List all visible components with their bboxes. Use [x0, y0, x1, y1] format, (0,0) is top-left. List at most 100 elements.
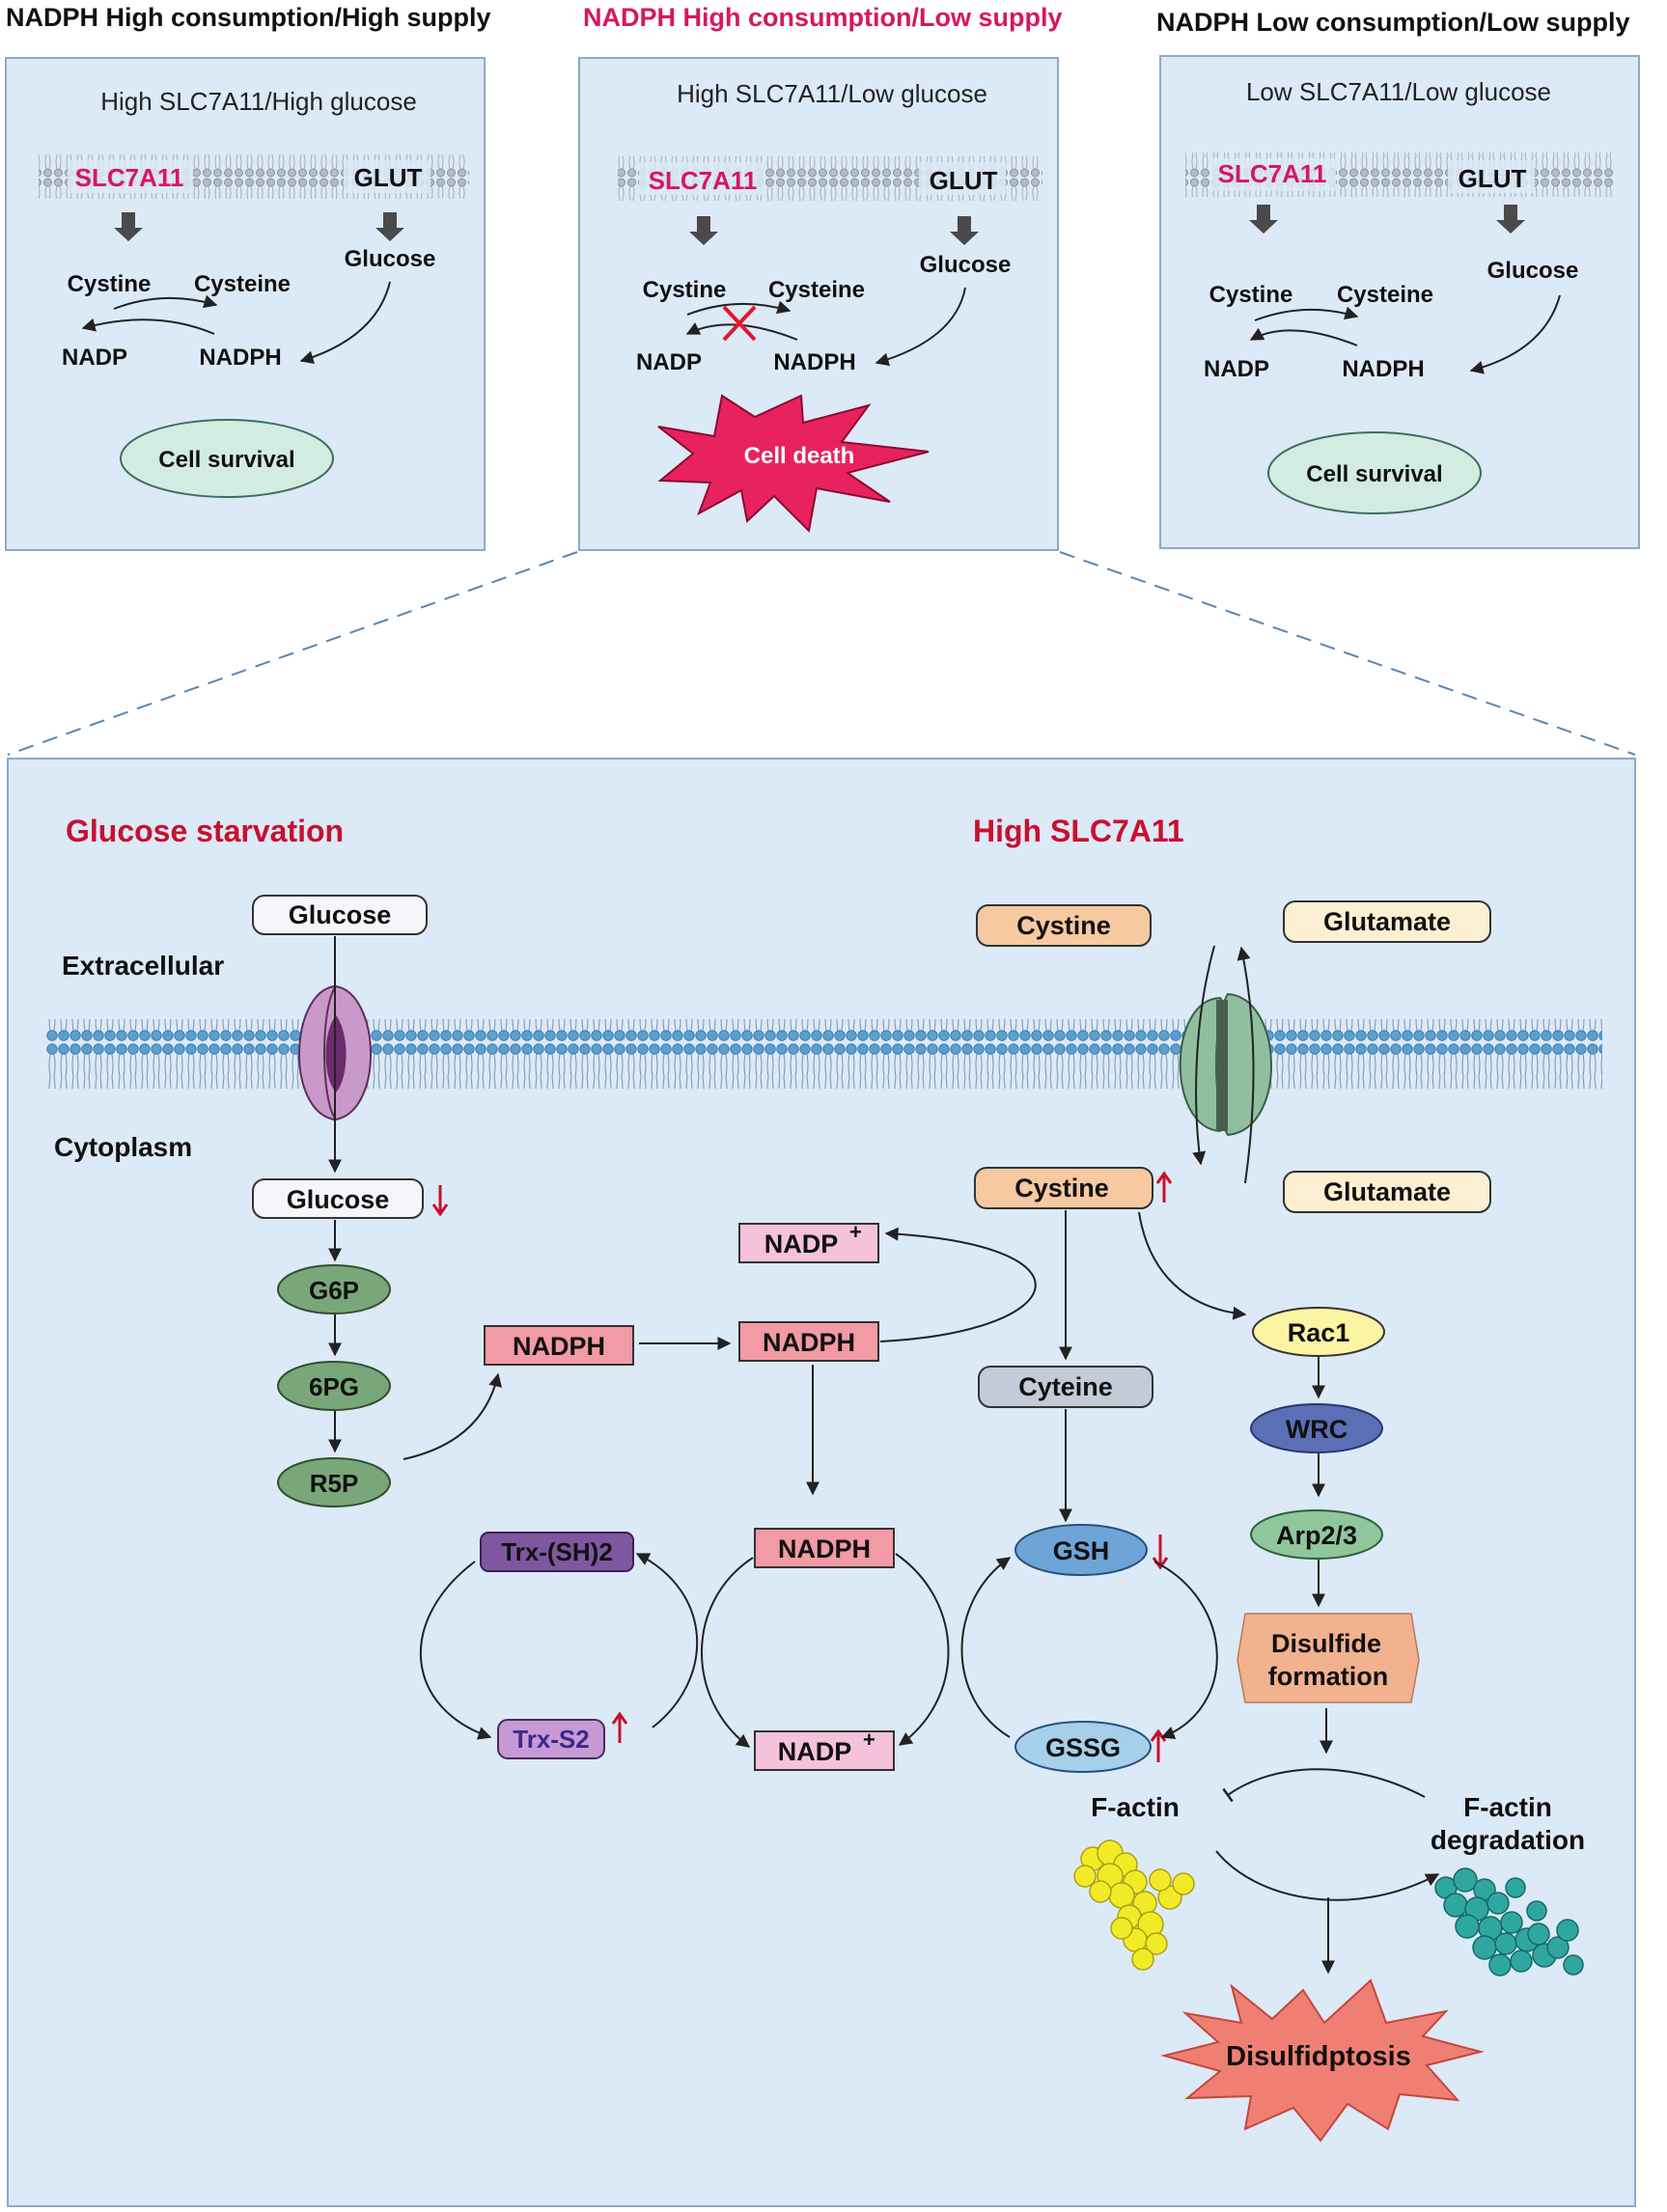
disulfide-formation-box	[1236, 1613, 1420, 1703]
cystine-cytoplasm-box	[974, 1167, 1153, 1209]
panel-3-outcome: Cell survival	[1306, 461, 1442, 487]
panel-1-cystine: Cystine	[68, 271, 152, 297]
nadp-plus-top: NADP	[764, 1230, 839, 1258]
panel-1-outcome: Cell survival	[158, 447, 294, 473]
nadp-plus-top-box	[738, 1223, 879, 1263]
panel-1-glut-label: GLUT	[354, 163, 423, 192]
glutamate-cytoplasm-box	[1283, 1171, 1491, 1213]
nadph-2: NADPH	[763, 1328, 855, 1357]
plasma-membrane	[46, 1019, 1602, 1089]
disulfidptosis: Disulfidptosis	[1226, 2041, 1411, 2072]
rac1-ellipse	[1252, 1307, 1385, 1357]
gsh: GSH	[1053, 1536, 1110, 1565]
panel-3-nadph: NADPH	[1342, 356, 1424, 382]
glucose-cytoplasm: Glucose	[287, 1185, 390, 1214]
g6p-ellipse	[277, 1264, 391, 1314]
panel-1-cysteine: Cysteine	[194, 271, 291, 297]
nadp-plus-bottom: NADP	[778, 1737, 852, 1766]
arp23: Arp2/3	[1276, 1521, 1357, 1550]
nadph-3-box	[754, 1528, 895, 1568]
trx-sh2: Trx-(SH)2	[501, 1537, 613, 1566]
cyteine: Cyteine	[1018, 1372, 1113, 1401]
f-actin-degradation-line-1: F-actin	[1463, 1792, 1552, 1822]
f-actin: F-actin	[1091, 1792, 1180, 1822]
6pg: 6PG	[309, 1372, 359, 1401]
glutamate-extracellular: Glutamate	[1323, 907, 1451, 936]
panel-2-down-arrow-left	[689, 216, 718, 245]
nadph-2-box	[738, 1321, 879, 1362]
panel-1-glucose: Glucose	[345, 246, 436, 272]
glucose-extracellular-box	[252, 895, 428, 935]
top-panel-3: NADPH Low consumption/Low supply Low SLC…	[1156, 8, 1640, 549]
disulfide-formation-line-1: Disulfide	[1271, 1629, 1381, 1658]
panel-1-header: NADPH High consumption/High supply	[6, 3, 490, 32]
panel-3-glut-label: GLUT	[1459, 164, 1527, 193]
degraded-actin-icon	[1434, 1867, 1584, 1977]
panel-1-nadph: NADPH	[199, 345, 281, 371]
panel-2-subtitle: High SLC7A11/Low glucose	[677, 79, 987, 108]
panel-3-header: NADPH Low consumption/Low supply	[1156, 8, 1629, 37]
label-extracellular: Extracellular	[62, 951, 224, 981]
gssg-ellipse	[1014, 1721, 1152, 1773]
main-panel-box	[7, 758, 1636, 2207]
cystine-cytoplasm: Cystine	[1014, 1174, 1109, 1203]
panel-3-nadp: NADP	[1204, 356, 1269, 382]
cyteine-box	[978, 1366, 1153, 1408]
r5p: R5P	[310, 1469, 359, 1498]
panel-3-outcome-ellipse	[1267, 431, 1482, 514]
wrc: WRC	[1286, 1415, 1347, 1444]
panel-2-down-arrow-right	[950, 216, 979, 245]
g6p: G6P	[309, 1276, 359, 1305]
glutamate-extracellular-box	[1283, 900, 1491, 943]
panel-1-nadp: NADP	[62, 345, 127, 371]
wrc-ellipse	[1250, 1403, 1383, 1453]
f-actin-filament-icon	[1073, 1839, 1195, 1971]
panel-1-outcome-ellipse	[120, 419, 334, 498]
zoom-line-right	[1059, 551, 1636, 756]
panel-2-nadph: NADPH	[773, 349, 855, 375]
panel-3-down-arrow-left	[1249, 205, 1278, 234]
panel-2-cysteine: Cysteine	[768, 277, 865, 303]
nadp-plus-bottom-box	[754, 1730, 895, 1771]
glucose-extracellular: Glucose	[289, 900, 392, 929]
rac1: Rac1	[1288, 1318, 1350, 1347]
panel-2-cell-death-burst	[657, 394, 930, 534]
panel-1-down-arrow-left	[114, 212, 143, 241]
nadph-3: NADPH	[778, 1535, 871, 1563]
glucose-cytoplasm-box	[252, 1178, 424, 1219]
glutamate-cytoplasm: Glutamate	[1323, 1177, 1451, 1206]
trx-s2-up-red-arrow-icon	[611, 1711, 628, 1743]
nadp-plus-top-sup: +	[849, 1220, 862, 1244]
slc7a11-channel	[1179, 992, 1272, 1137]
6pg-ellipse	[277, 1361, 391, 1411]
cystine-extracellular-box	[976, 904, 1152, 947]
gssg: GSSG	[1045, 1733, 1121, 1762]
top-panel-2: NADPH High consumption/Low supply High S…	[578, 3, 1062, 551]
panel-2-header: NADPH High consumption/Low supply	[583, 3, 1062, 32]
label-cytoplasm: Cytoplasm	[54, 1132, 192, 1162]
nadph-1-box	[484, 1325, 634, 1366]
main-panel: Glucose starvation High SLC7A11 Extracel…	[7, 758, 1636, 2207]
title-high-slc7a11: High SLC7A11	[973, 814, 1184, 848]
top-panel-1: NADPH High consumption/High supply High …	[5, 3, 490, 551]
panel-2-slc7a11-label: SLC7A11	[649, 166, 758, 195]
nadp-plus-bottom-sup: +	[863, 1728, 875, 1752]
panel-3-down-arrow-right	[1496, 205, 1525, 234]
trx-s2: Trx-S2	[513, 1725, 590, 1754]
panel-3-glucose: Glucose	[1487, 258, 1579, 284]
panel-1-down-arrow-right	[375, 212, 404, 241]
trx-sh2-box	[480, 1532, 634, 1572]
panel-1-slc7a11-label: SLC7A11	[75, 163, 184, 192]
r5p-ellipse	[277, 1457, 391, 1507]
gsh-ellipse	[1014, 1524, 1148, 1576]
inhibition-arrow	[1222, 1768, 1426, 1803]
nadph-1: NADPH	[513, 1332, 605, 1361]
panel-3-cysteine: Cysteine	[1337, 282, 1433, 308]
panel-2-glut-label: GLUT	[930, 166, 998, 195]
panel-3-subtitle: Low SLC7A11/Low glucose	[1246, 77, 1551, 106]
disulfide-formation-line-2: formation	[1268, 1662, 1389, 1691]
cystine-up-red-arrow-icon	[1155, 1171, 1173, 1203]
panel-3-slc7a11-label: SLC7A11	[1218, 159, 1327, 188]
panel-2-outcome: Cell death	[744, 443, 855, 469]
